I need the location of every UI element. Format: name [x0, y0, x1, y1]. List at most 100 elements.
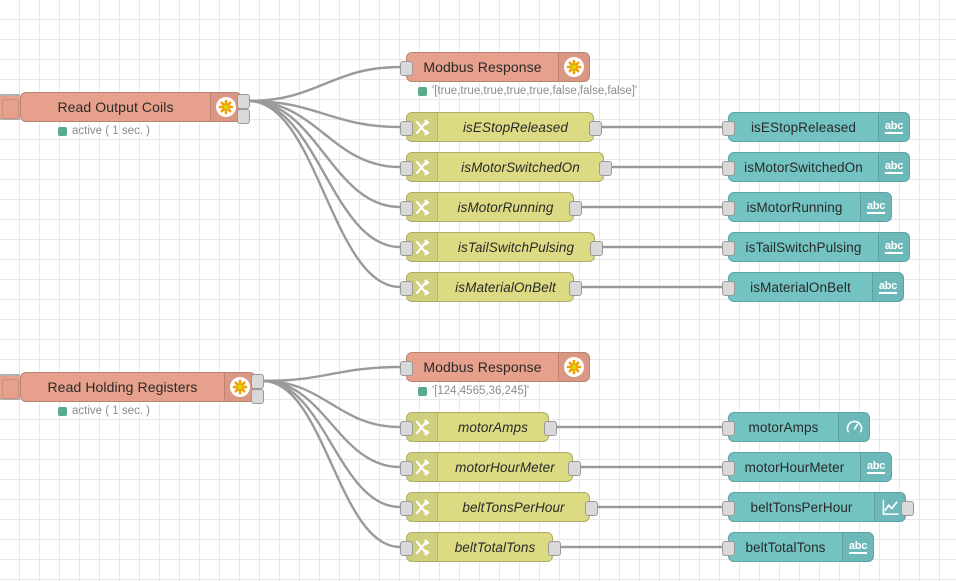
node-label: isMotorRunning	[746, 199, 843, 215]
node-label: isTailSwitchPulsing	[745, 239, 862, 255]
function-icon	[413, 118, 432, 137]
node-label: beltTotalTons	[454, 539, 536, 555]
function-node-beltTotalTons[interactable]: beltTotalTons	[406, 532, 553, 562]
modbus-flower-icon	[564, 57, 584, 77]
trigger-output-port-1[interactable]	[251, 374, 264, 389]
node-icon-cell	[874, 493, 905, 521]
function-output-port[interactable]	[589, 121, 602, 136]
function-input-port[interactable]	[400, 241, 413, 256]
abc-icon: abc	[884, 240, 904, 254]
output-input-port[interactable]	[722, 421, 735, 436]
node-icon-cell: abc	[860, 453, 891, 481]
inject-trigger-button[interactable]	[0, 374, 20, 400]
output-input-port[interactable]	[722, 121, 735, 136]
node-label: motorHourMeter	[744, 459, 845, 475]
function-node-isTailSwitchPulsing[interactable]: isTailSwitchPulsing	[406, 232, 595, 262]
function-input-port[interactable]	[400, 501, 413, 516]
node-icon-cell	[558, 53, 589, 81]
modbus-flower-icon	[564, 357, 584, 377]
function-icon	[413, 158, 432, 177]
status-text: '[true,true,true,true,true,false,false,f…	[432, 85, 638, 97]
node-icon-cell: abc	[842, 533, 873, 561]
function-node-isMotorSwitchedOn[interactable]: isMotorSwitchedOn	[406, 152, 604, 182]
function-node-motorHourMeter[interactable]: motorHourMeter	[406, 452, 573, 482]
inject-trigger-button[interactable]	[0, 94, 20, 120]
output-input-port[interactable]	[722, 241, 735, 256]
output-node-isTailSwitchPulsing[interactable]: isTailSwitchPulsing abc	[728, 232, 910, 262]
function-icon	[413, 198, 432, 217]
function-input-port[interactable]	[400, 541, 413, 556]
function-node-isEStopReleased[interactable]: isEStopReleased	[406, 112, 594, 142]
node-icon-cell	[210, 93, 241, 121]
node-icon-cell	[407, 493, 438, 521]
function-output-port[interactable]	[590, 241, 603, 256]
output-input-port[interactable]	[722, 201, 735, 216]
node-label: isTailSwitchPulsing	[457, 239, 575, 255]
function-node-isMotorRunning[interactable]: isMotorRunning	[406, 192, 574, 222]
trigger-node-registers[interactable]: Read Holding Registers	[20, 372, 256, 402]
function-icon	[413, 538, 432, 557]
function-output-port[interactable]	[585, 501, 598, 516]
trigger-node-coils[interactable]: Read Output Coils	[20, 92, 242, 122]
node-label: motorAmps	[458, 419, 528, 435]
function-output-port[interactable]	[599, 161, 612, 176]
modbus-response-node-coils[interactable]: Modbus Response	[406, 52, 590, 82]
function-input-port[interactable]	[400, 161, 413, 176]
abc-icon: abc	[866, 460, 886, 474]
response-input-port[interactable]	[400, 61, 413, 76]
output-node-isEStopReleased[interactable]: isEStopReleased abc	[728, 112, 910, 142]
trigger-status: active ( 1 sec. )	[58, 405, 150, 417]
output-input-port[interactable]	[722, 161, 735, 176]
node-label: Read Output Coils	[57, 99, 174, 115]
output-input-port[interactable]	[722, 461, 735, 476]
response-input-port[interactable]	[400, 361, 413, 376]
function-output-port[interactable]	[569, 281, 582, 296]
output-node-motorHourMeter[interactable]: motorHourMeter abc	[728, 452, 892, 482]
function-input-port[interactable]	[400, 121, 413, 136]
node-label: beltTonsPerHour	[750, 499, 853, 515]
output-input-port[interactable]	[722, 281, 735, 296]
trigger-status: active ( 1 sec. )	[58, 125, 150, 137]
output-node-motorAmps[interactable]: motorAmps	[728, 412, 870, 442]
abc-icon: abc	[884, 160, 904, 174]
function-input-port[interactable]	[400, 201, 413, 216]
function-output-port[interactable]	[569, 201, 582, 216]
node-label: isMotorSwitchedOn	[744, 159, 863, 175]
function-icon	[413, 238, 432, 257]
node-icon-cell: abc	[878, 113, 909, 141]
function-output-port[interactable]	[544, 421, 557, 436]
abc-icon: abc	[866, 200, 886, 214]
function-output-port[interactable]	[568, 461, 581, 476]
function-input-port[interactable]	[400, 281, 413, 296]
trigger-output-port-2[interactable]	[237, 109, 250, 124]
output-output-port[interactable]	[901, 501, 914, 516]
node-label: isEStopReleased	[750, 119, 857, 135]
function-node-beltTonsPerHour[interactable]: beltTonsPerHour	[406, 492, 590, 522]
function-input-port[interactable]	[400, 461, 413, 476]
output-input-port[interactable]	[722, 541, 735, 556]
output-node-beltTotalTons[interactable]: beltTotalTons abc	[728, 532, 874, 562]
node-label: beltTonsPerHour	[462, 499, 565, 515]
output-node-isMotorRunning[interactable]: isMotorRunning abc	[728, 192, 892, 222]
status-text: '[124,4565,36,245]'	[432, 385, 530, 397]
node-icon-cell	[224, 373, 255, 401]
modbus-response-node-registers[interactable]: Modbus Response	[406, 352, 590, 382]
function-output-port[interactable]	[548, 541, 561, 556]
status-dot	[418, 86, 427, 96]
trigger-output-port-1[interactable]	[237, 94, 250, 109]
abc-icon: abc	[878, 280, 898, 294]
chart-icon	[881, 498, 900, 517]
output-node-beltTonsPerHour[interactable]: beltTonsPerHour	[728, 492, 906, 522]
output-node-isMotorSwitchedOn[interactable]: isMotorSwitchedOn abc	[728, 152, 910, 182]
function-node-isMaterialOnBelt[interactable]: isMaterialOnBelt	[406, 272, 574, 302]
trigger-output-port-2[interactable]	[251, 389, 264, 404]
node-label: beltTotalTons	[745, 539, 826, 555]
function-input-port[interactable]	[400, 421, 413, 436]
node-label: Modbus Response	[423, 59, 542, 75]
function-icon	[413, 418, 432, 437]
output-input-port[interactable]	[722, 501, 735, 516]
modbus-flower-icon	[216, 97, 236, 117]
function-node-motorAmps[interactable]: motorAmps	[406, 412, 549, 442]
